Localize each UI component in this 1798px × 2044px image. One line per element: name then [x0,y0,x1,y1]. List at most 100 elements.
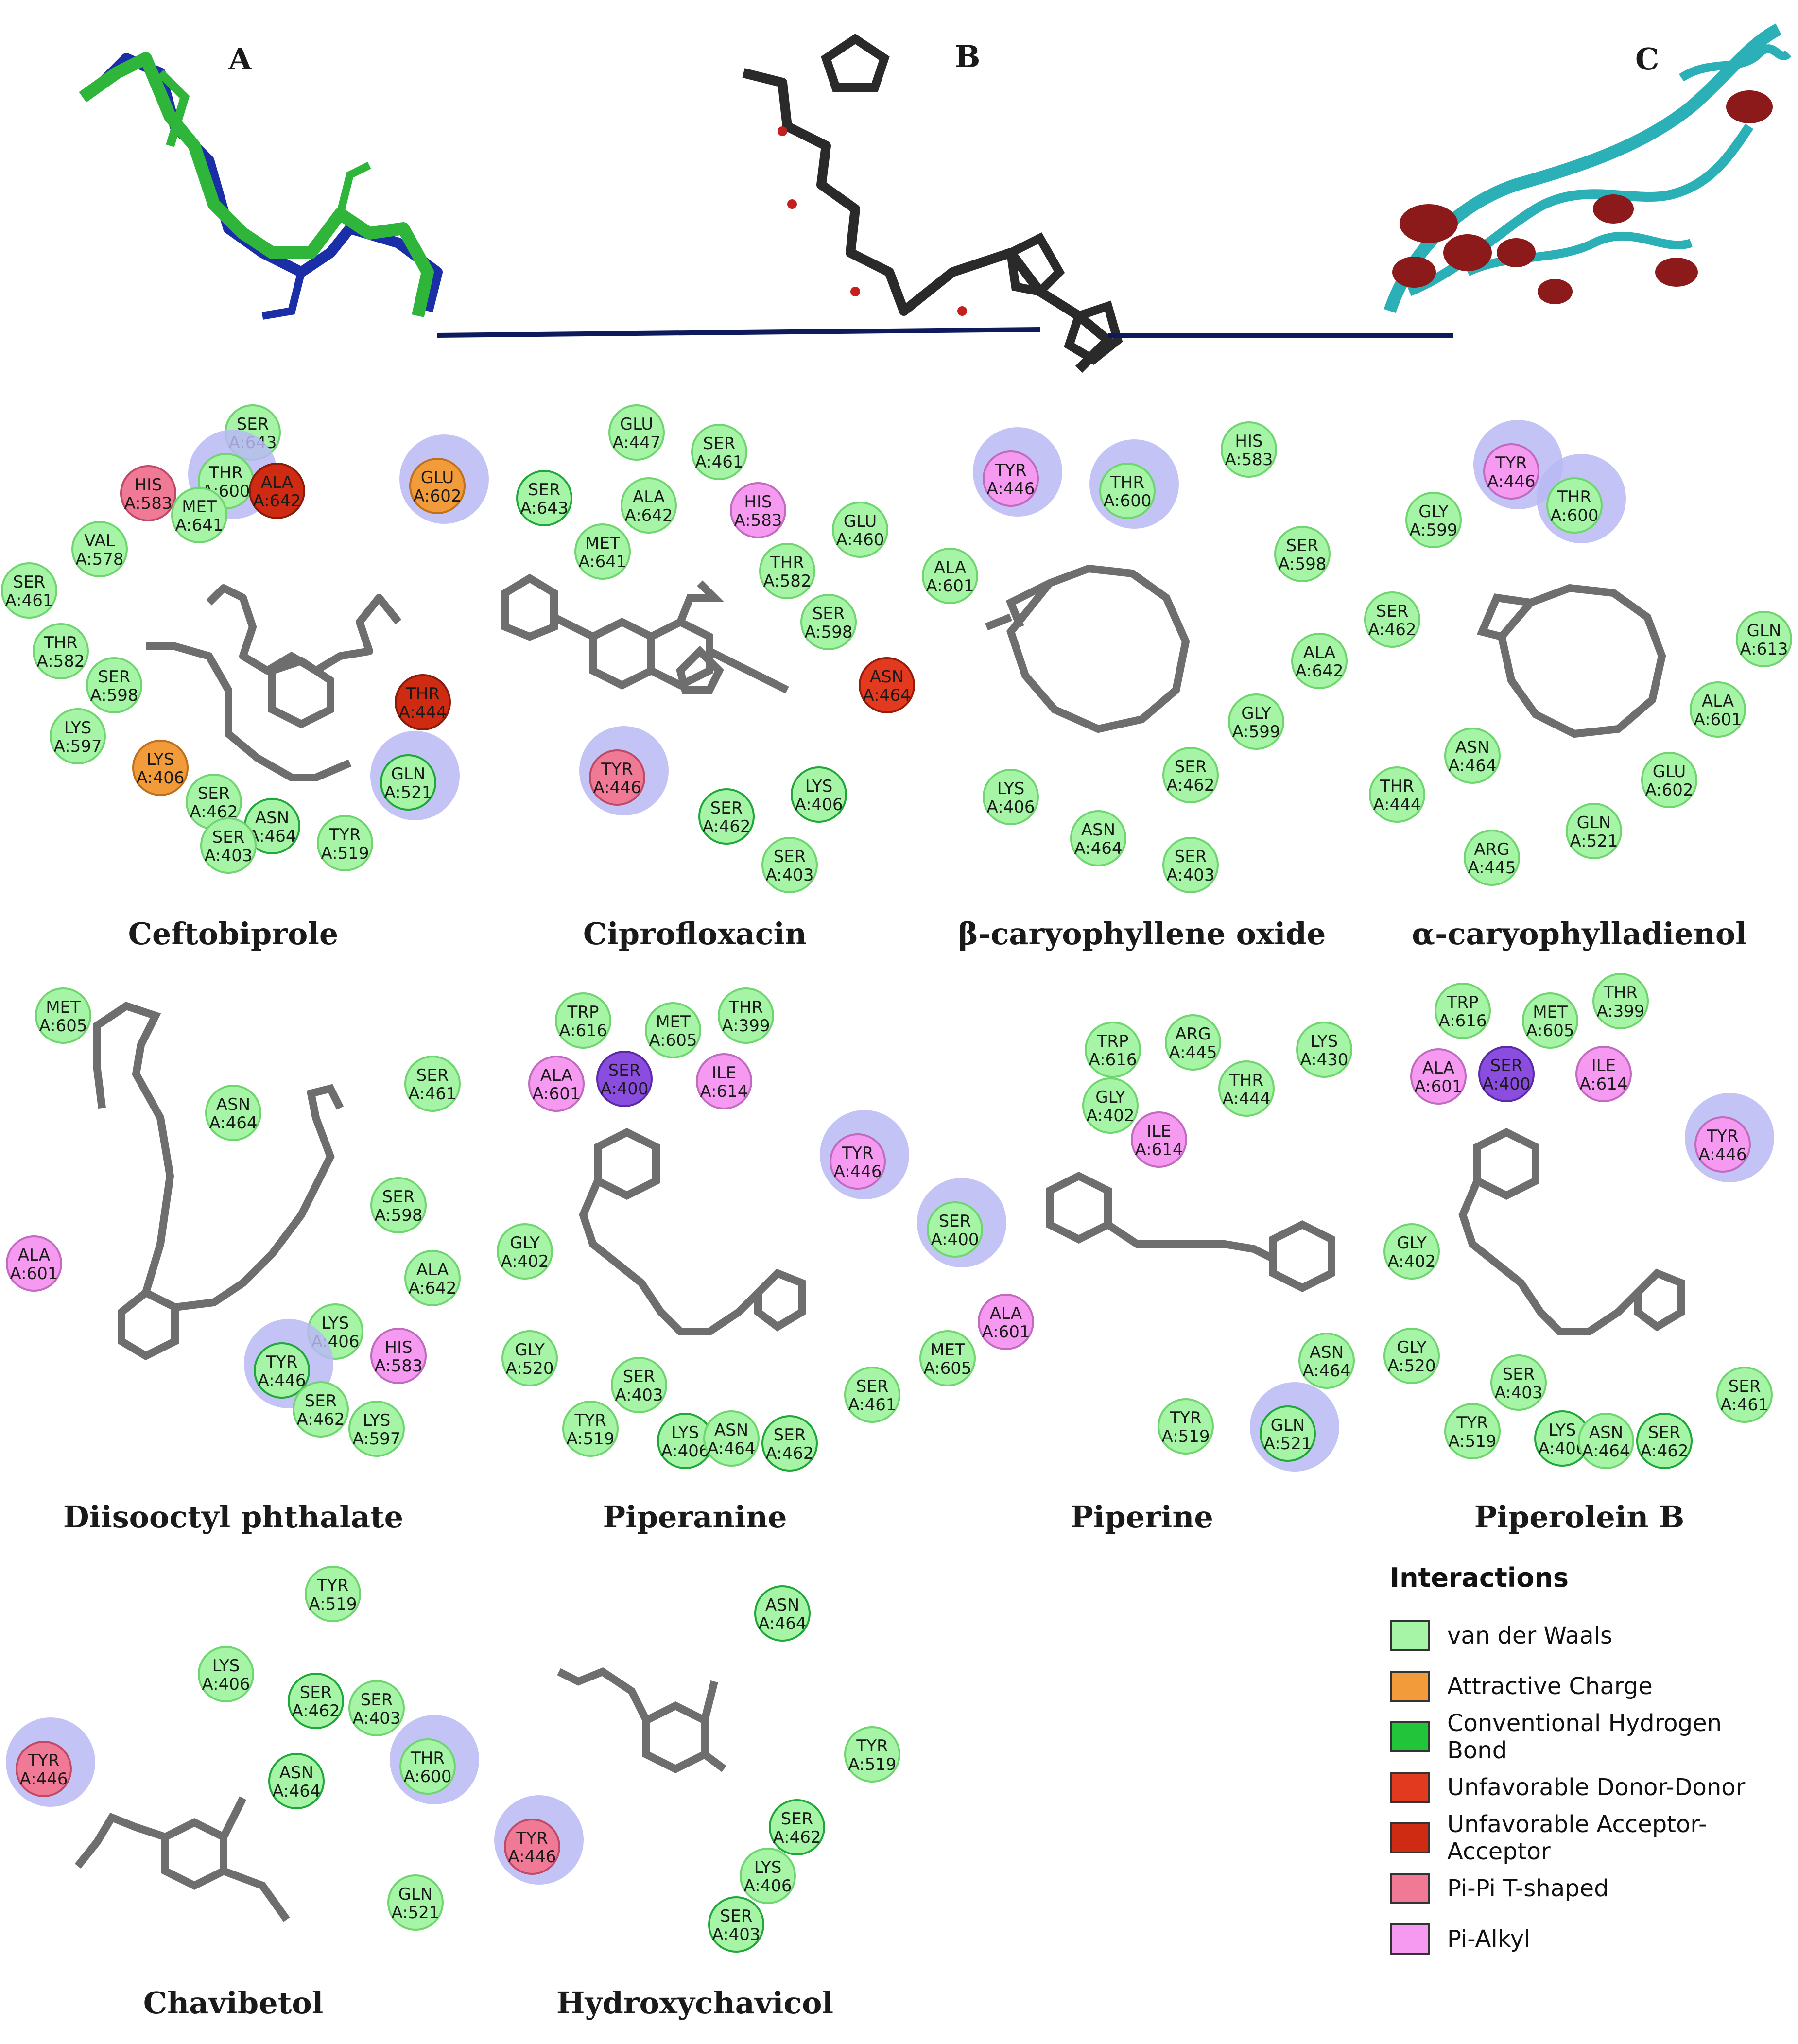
residue-name: THR [208,463,243,483]
panel-label-c: C [1635,41,1660,77]
residue-name: THR [410,1749,445,1768]
benzene [1473,1128,1539,1200]
residue-name: ASN [279,1763,313,1783]
residue-name: MET [585,534,620,553]
residue-number: A:406 [795,795,843,814]
hydroxyl-2 [702,1751,726,1772]
residue-number: A:399 [1596,1002,1644,1021]
residue-disc [718,987,774,1044]
residue-disc [1478,1046,1535,1102]
residue-number: A:461 [1720,1395,1768,1415]
ligand-chain [146,642,352,781]
residue-name: MET [1533,1003,1568,1022]
residue-name: LYS [805,777,833,796]
residue-disc [497,1223,553,1280]
residue-name: LYS [997,779,1025,798]
residue-disc [1690,681,1746,738]
residue-number: A:446 [1698,1145,1746,1164]
overlay-branch-green-2 [336,161,371,215]
interactions-legend: Interactions van der Waals Attractive Ch… [1390,1562,1788,2000]
residue-disc [33,623,89,679]
residue-name: TYR [574,1411,606,1430]
residue-disc [198,1646,254,1702]
cyclopropyl [676,580,724,624]
residue-number: A:406 [202,1675,250,1694]
residue-disc [1578,1413,1634,1469]
residue-name: HIS [744,492,772,512]
residue-disc [1162,837,1219,893]
caption-ceftobiprole: Ceftobiprole [128,916,339,952]
residue-name: TYR [1169,1408,1201,1428]
residue-disc [1274,526,1331,582]
residue-disc [832,502,888,558]
residue-name: HIS [134,475,162,495]
residue-name: SER [781,1809,813,1829]
residue-number: A:519 [321,844,369,863]
residue-name: ASN [870,667,904,687]
diagram-piperanine [579,1128,806,1335]
residue-name: ILE [1591,1056,1616,1075]
legend-item-unfavorable-donor-donor: Unfavorable Donor-Donor [1390,1762,1788,1813]
caption-piperine: Piperine [1071,1499,1213,1535]
residue-disc [1070,810,1126,866]
residue-name: SER [1648,1423,1681,1442]
residue-name: SER [856,1377,889,1396]
residue-name: SER [608,1061,641,1080]
legend-label: Unfavorable Acceptor-Acceptor [1447,1811,1707,1865]
residue-name: ALA [1702,692,1734,711]
residue-number: A:462 [296,1410,345,1429]
residue-number: A:616 [1089,1050,1137,1070]
residue-name: SER [13,572,46,592]
helix-7 [1655,258,1698,287]
residue-name: THR [43,633,78,653]
residue-name: GLY [1241,704,1271,723]
residue-number: A:598 [804,623,852,642]
residue-number: A:446 [1487,472,1535,491]
residue-disc [1435,983,1491,1039]
caption-diisooctyl-phthalate: Diisooctyl phthalate [63,1499,404,1535]
residue-name: MET [182,497,217,517]
benzene [1046,1172,1112,1244]
residue-disc [35,987,91,1044]
residue-disc [370,1177,427,1233]
residue-name: SER [1490,1056,1523,1075]
residue-disc [1641,752,1697,808]
ester-chain-2 [174,1084,344,1311]
residue-disc [703,1410,760,1467]
piperidine [1634,1268,1685,1332]
stick-pyrrolidinone [1006,232,1065,296]
residue-disc [380,754,436,811]
overlay-pose-green [79,52,434,317]
stick-oxygen-3 [850,287,860,296]
residue-name: GLY [515,1340,545,1360]
residue-number: A:464 [209,1113,257,1133]
acid [708,647,789,694]
residue-disc [1736,611,1792,667]
residue-number: A:403 [615,1386,663,1405]
residue-name: ASN [255,808,289,828]
caption-b-caryophyllene-oxide: β-caryophyllene oxide [958,916,1326,952]
residue-disc [740,1848,796,1904]
